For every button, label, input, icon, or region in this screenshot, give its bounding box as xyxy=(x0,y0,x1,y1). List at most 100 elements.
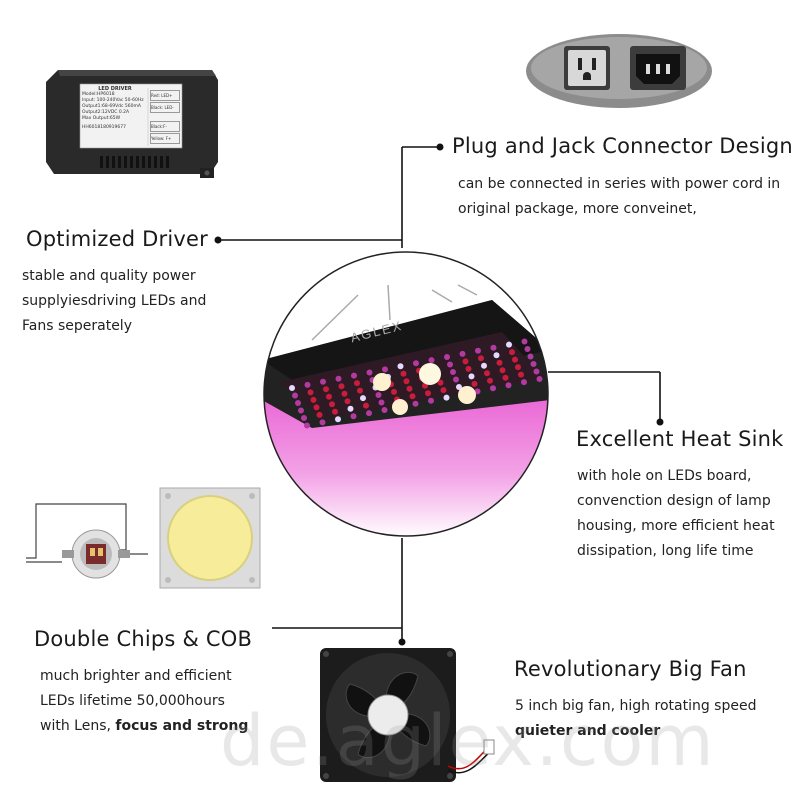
led-dot xyxy=(425,390,431,397)
led-dot xyxy=(400,370,407,377)
description-line: stable and quality power xyxy=(22,268,196,284)
led-dot xyxy=(363,402,369,409)
led-dot xyxy=(502,374,509,381)
description-line: with Lens, focus and strong xyxy=(40,714,248,739)
plug-title: Plug and Jack Connector Design xyxy=(452,134,793,158)
description-line: LEDs lifetime 50,000hours xyxy=(40,693,225,709)
led-dot xyxy=(521,338,528,345)
description-line: with hole on LEDs board, xyxy=(577,468,752,484)
led-dot xyxy=(329,401,335,408)
description-line-emphasis: quieter and cooler xyxy=(515,723,661,739)
led-dot xyxy=(518,371,524,378)
led-dot xyxy=(366,410,372,417)
led-dot xyxy=(437,379,444,386)
led-dot xyxy=(450,369,456,375)
led-dot xyxy=(406,385,413,392)
led-dot xyxy=(524,346,531,352)
description-line-prefix: with Lens, xyxy=(40,718,111,734)
led-dot xyxy=(493,352,500,359)
led-dot xyxy=(391,388,397,395)
led-dot xyxy=(484,370,490,377)
driver-label-heading: LED DRIVER xyxy=(98,86,132,92)
driver-label-row: Output1:68-69Vdc 560mA xyxy=(82,104,141,109)
fan-description: 5 inch big fan, high rotating speed quie… xyxy=(515,694,756,744)
led-dot xyxy=(490,385,496,392)
description-line: much brighter and efficient xyxy=(40,668,232,684)
led-dot xyxy=(344,398,351,405)
led-dot xyxy=(323,386,329,393)
watermark: de.aglex.com xyxy=(220,700,716,782)
led-dot xyxy=(505,382,512,389)
led-dot xyxy=(335,375,342,382)
led-dot xyxy=(413,360,419,367)
led-dot xyxy=(527,353,534,360)
driver-label-row: Model:HP6018 xyxy=(82,92,115,97)
led-dot xyxy=(533,368,540,375)
led-dot xyxy=(357,387,363,394)
led-dot xyxy=(512,356,518,363)
led-dot xyxy=(381,407,388,413)
led-dot xyxy=(332,408,338,415)
description-line: 5 inch big fan, high rotating speed xyxy=(515,698,757,714)
led-dot xyxy=(499,367,506,374)
heatsink-description: with hole on LEDs board, convenction des… xyxy=(577,464,775,564)
led-dot xyxy=(490,344,497,351)
led-dot xyxy=(478,355,484,362)
led-dot xyxy=(487,377,493,384)
led-driver-image: LED DRIVER Model:HP6018 Input: 100-240Va… xyxy=(40,62,222,186)
led-dot xyxy=(440,387,447,394)
description-line: can be connected in series with power co… xyxy=(458,176,781,192)
led-dot xyxy=(338,383,345,390)
driver-label-tag: Black:F- xyxy=(150,121,180,132)
led-dot xyxy=(496,359,503,366)
grow-light-image: AGLEX xyxy=(262,250,550,538)
led-dot xyxy=(453,376,459,383)
fan-title: Revolutionary Big Fan xyxy=(514,657,747,681)
driver-title: Optimized Driver xyxy=(26,227,208,251)
driver-label-row: Output2:12VDC 0.2A xyxy=(82,110,130,115)
led-dot xyxy=(412,400,419,407)
description-line: housing, more efficient heat xyxy=(577,518,775,534)
chips-title: Double Chips & COB xyxy=(34,627,253,651)
driver-description: stable and quality power supplyiesdrivin… xyxy=(22,264,206,339)
led-dot xyxy=(304,381,311,388)
led-dot xyxy=(521,379,527,386)
led-dot xyxy=(475,347,481,354)
led-dot xyxy=(310,396,317,403)
led-chip-image xyxy=(22,500,152,580)
led-dot xyxy=(462,358,469,365)
cob-chip-image xyxy=(158,486,262,590)
power-outlet-image xyxy=(524,32,714,110)
led-dot xyxy=(444,354,450,360)
description-line: quieter and cooler xyxy=(515,719,756,744)
led-dot xyxy=(289,385,295,391)
description-line: original package, more conveinet, xyxy=(458,201,697,217)
led-dot xyxy=(428,357,435,364)
led-dot xyxy=(326,393,332,400)
fan-image xyxy=(318,646,498,796)
led-dot xyxy=(366,369,373,376)
driver-label-row: Input: 100-240Vac 50-60Hz xyxy=(82,98,144,103)
led-dot xyxy=(350,413,357,420)
led-dot xyxy=(536,376,543,382)
led-dot xyxy=(375,392,382,398)
led-dot xyxy=(409,393,416,400)
led-dot xyxy=(471,380,478,387)
led-dot xyxy=(320,378,326,385)
led-dot xyxy=(456,384,462,390)
led-dot xyxy=(301,415,307,421)
led-dot xyxy=(378,399,385,406)
led-dot xyxy=(443,394,450,401)
led-dot xyxy=(347,405,354,412)
led-dot xyxy=(465,365,472,372)
description-line-emphasis: focus and strong xyxy=(115,718,249,734)
led-dot xyxy=(428,397,434,404)
description-line: supplyiesdriving LEDs and xyxy=(22,293,207,309)
led-dot xyxy=(468,373,475,380)
led-dot xyxy=(447,361,453,368)
led-dot xyxy=(319,419,326,426)
led-dot xyxy=(351,372,357,379)
driver-label-tag: Yellow: F+ xyxy=(150,133,180,144)
led-dot xyxy=(509,349,515,356)
